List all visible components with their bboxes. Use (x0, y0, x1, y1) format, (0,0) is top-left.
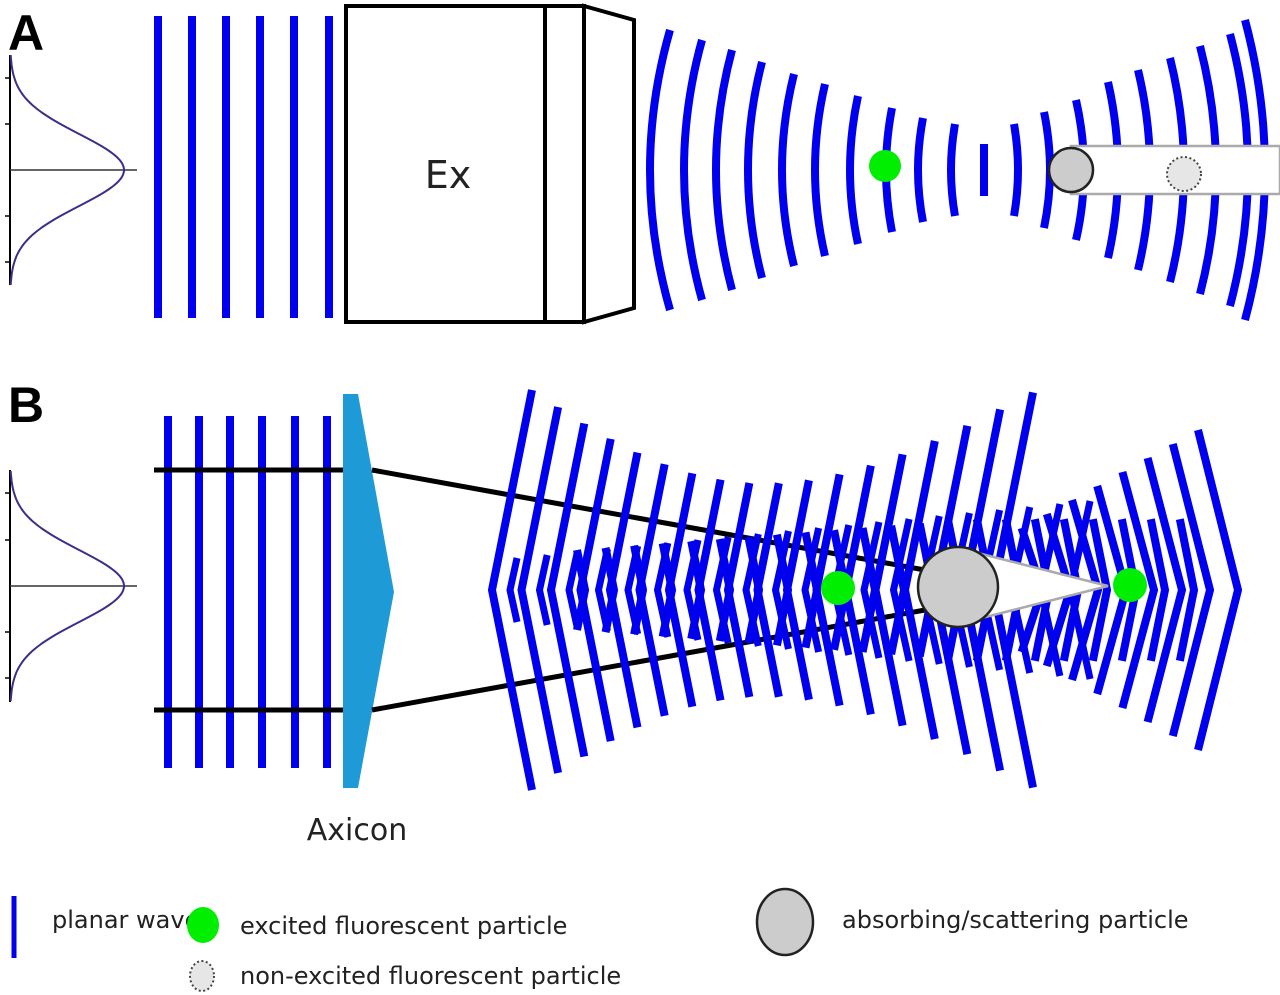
bessel-wave-chevron (871, 453, 907, 727)
focused-wave-arc (778, 73, 798, 267)
bessel-wave-chevron (1118, 470, 1159, 710)
bessel-wave-chevron-inner (594, 548, 611, 632)
bessel-wave-chevron-inner (624, 545, 642, 635)
legend-absorbing-particle-label: absorbing/scattering particle (842, 906, 1189, 934)
bessel-wave-chevron-inner (889, 518, 913, 662)
panel-a-planar-waves (154, 16, 333, 318)
bessel-wave-chevron-inner (1146, 518, 1170, 662)
panel-b: B Axicon (5, 377, 1243, 848)
bessel-wave-chevron-inner (683, 539, 702, 641)
bessel-wave-chevron (1168, 443, 1215, 737)
legend: planar wave excited fluorescent particle… (11, 887, 1189, 992)
bessel-wave-chevron-inner (742, 533, 762, 647)
focused-wave-arc (712, 48, 736, 292)
bessel-wave-chevron-inner (887, 525, 909, 655)
cone-ray-top (371, 467, 926, 573)
gaussian-profile-curve (9, 470, 125, 702)
legend-absorbing-particle-icon (755, 887, 815, 957)
legend-excited-particle-icon (187, 907, 219, 943)
focused-wave-arc (846, 95, 862, 245)
bessel-wave-chevron-inner (601, 547, 619, 633)
legend-planar-wave: planar wave (11, 896, 199, 958)
focused-wave-arc (1010, 123, 1022, 217)
bessel-wave-chevron-inner (858, 527, 880, 653)
excited-fluorescent-particle-reconstructed (1113, 568, 1147, 602)
bessel-wave-chevron (487, 389, 536, 791)
objective-lens (344, 3, 636, 325)
focused-wave-arc (646, 28, 674, 312)
bessel-wave-chevron (1194, 429, 1243, 751)
objective-front-element (582, 3, 636, 325)
absorbing-particle (1047, 146, 1095, 194)
focused-wave-arc (680, 38, 706, 302)
legend-planar-wave-label: planar wave (52, 906, 199, 934)
excited-fluorescent-particle (821, 571, 855, 605)
bessel-wave-chevron (517, 406, 563, 774)
bessel-wave-chevron-inner (535, 554, 551, 626)
bessel-wave-chevron-inner (801, 527, 823, 653)
bessel-wave-chevron-inner (565, 551, 581, 629)
bessel-wave-chevron-inner (712, 536, 732, 644)
bessel-wave-chevron-inner (506, 557, 521, 623)
legend-absorbing-particle: absorbing/scattering particle (755, 887, 1189, 957)
legend-excited-particle-label: excited fluorescent particle (240, 912, 567, 940)
focused-wave-arc (947, 123, 959, 217)
absorbing-particle (916, 545, 1000, 629)
focused-wave-arc (811, 83, 829, 257)
objective-label: Ex (425, 153, 472, 197)
profile-ticks (5, 77, 10, 263)
bessel-wave-chevron-inner (1175, 518, 1199, 662)
bessel-wave-chevron-inner (771, 530, 792, 650)
legend-non-excited-particle-icon (189, 960, 215, 992)
legend-non-excited-particle: non-excited fluorescent particle (189, 960, 621, 992)
bessel-wave-chevron-inner (1088, 518, 1112, 662)
focused-wave-arc (744, 60, 766, 280)
excited-fluorescent-particle (869, 150, 901, 182)
gaussian-profile-curve (9, 54, 125, 286)
bessel-wave-chevron (1143, 456, 1187, 724)
axicon-label: Axicon (307, 813, 407, 848)
panel-a: A Ex (5, 3, 1280, 325)
cone-ray-bottom (371, 607, 926, 713)
bessel-wave-chevron-inner (653, 542, 672, 638)
legend-non-excited-particle-label: non-excited fluorescent particle (240, 962, 621, 990)
panel-b-beam-profile (5, 470, 137, 702)
bessel-wave-chevron-inner (573, 549, 590, 631)
legend-excited-particle: excited fluorescent particle (187, 907, 567, 943)
profile-ticks (5, 492, 10, 679)
focused-wave-arc (914, 117, 927, 223)
panel-b-label: B (8, 377, 44, 433)
panel-a-beam-profile (5, 54, 137, 286)
axicon-prism (343, 394, 394, 788)
bessel-wave-chevron-inner (860, 521, 883, 659)
non-excited-fluorescent-particle (1166, 156, 1202, 192)
bessel-wave-chevron-inner (801, 531, 822, 649)
bessel-wave-chevron (546, 422, 589, 758)
panel-a-label: A (8, 5, 44, 61)
bessel-wave-chevron (576, 438, 615, 742)
